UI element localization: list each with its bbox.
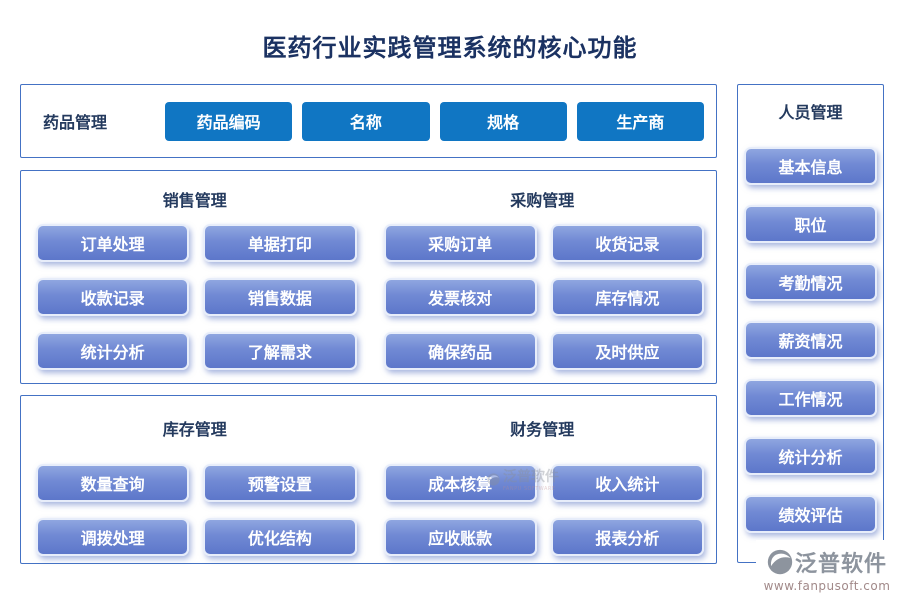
drug-management-panel: 药品管理 药品编码 名称 规格 生产商	[20, 84, 717, 158]
report-analysis-button[interactable]: 报表分析	[550, 518, 704, 556]
alert-settings-button[interactable]: 预警设置	[203, 464, 357, 502]
goods-receipt-button[interactable]: 收货记录	[550, 224, 704, 262]
personnel-title: 人员管理	[778, 103, 843, 122]
drug-name-button[interactable]: 名称	[302, 101, 430, 141]
drug-buttons-row: 药品编码 名称 规格 生产商	[165, 101, 704, 141]
quantity-query-button[interactable]: 数量查询	[36, 464, 190, 502]
ensure-drug-button[interactable]: 确保药品	[383, 332, 537, 370]
timely-supply-button[interactable]: 及时供应	[550, 332, 704, 370]
basic-info-button[interactable]: 基本信息	[744, 147, 877, 185]
drug-manufacturer-button[interactable]: 生产商	[576, 101, 704, 141]
sales-statistics-button[interactable]: 统计分析	[36, 332, 190, 370]
attendance-button[interactable]: 考勤情况	[744, 263, 877, 301]
order-processing-button[interactable]: 订单处理	[36, 224, 190, 262]
inventory-finance-panel: 库存管理 数量查询 预警设置 调拨处理 优化结构 财务管理 成本核算 收入统计 …	[20, 395, 717, 564]
cost-accounting-button[interactable]: 成本核算	[383, 464, 537, 502]
drug-management-label: 药品管理	[43, 113, 108, 132]
receivables-button[interactable]: 应收账款	[383, 518, 537, 556]
drug-code-button[interactable]: 药品编码	[165, 101, 293, 141]
sales-section: 销售管理 订单处理 单据打印 收款记录 销售数据 统计分析 了解需求	[21, 171, 369, 383]
personnel-panel: 人员管理 基本信息 职位 考勤情况 薪资情况 工作情况 统计分析 绩效评估	[737, 84, 884, 563]
invoice-check-button[interactable]: 发票核对	[383, 278, 537, 316]
payment-record-button[interactable]: 收款记录	[36, 278, 190, 316]
receipt-printing-button[interactable]: 单据打印	[203, 224, 357, 262]
sales-purchase-panel: 销售管理 订单处理 单据打印 收款记录 销售数据 统计分析 了解需求 采购管理 …	[20, 170, 717, 384]
salary-button[interactable]: 薪资情况	[744, 321, 877, 359]
demand-insight-button[interactable]: 了解需求	[203, 332, 357, 370]
income-statistics-button[interactable]: 收入统计	[550, 464, 704, 502]
work-status-button[interactable]: 工作情况	[744, 379, 877, 417]
structure-optimize-button[interactable]: 优化结构	[203, 518, 357, 556]
finance-title: 财务管理	[510, 420, 575, 439]
inventory-section: 库存管理 数量查询 预警设置 调拨处理 优化结构	[21, 396, 369, 563]
vendor-logo: 泛普软件 www.fanpusoft.com	[756, 540, 898, 598]
finance-buttons-grid: 成本核算 收入统计 应收账款 报表分析	[369, 464, 717, 556]
vendor-logo-url: www.fanpusoft.com	[763, 578, 891, 593]
transfer-handling-button[interactable]: 调拨处理	[36, 518, 190, 556]
purchase-title: 采购管理	[510, 191, 575, 210]
stock-status-button[interactable]: 库存情况	[550, 278, 704, 316]
vendor-logo-name: 泛普软件	[794, 551, 887, 577]
finance-section: 财务管理 成本核算 收入统计 应收账款 报表分析	[369, 396, 717, 563]
vendor-logo-icon	[767, 549, 793, 575]
page-title: 医药行业实践管理系统的核心功能	[262, 34, 638, 62]
sales-data-button[interactable]: 销售数据	[203, 278, 357, 316]
sales-title: 销售管理	[162, 191, 227, 210]
performance-review-button[interactable]: 绩效评估	[744, 495, 877, 533]
drug-spec-button[interactable]: 规格	[439, 101, 567, 141]
personnel-buttons-column: 基本信息 职位 考勤情况 薪资情况 工作情况 统计分析 绩效评估	[738, 123, 883, 533]
purchase-section: 采购管理 采购订单 收货记录 发票核对 库存情况 确保药品 及时供应	[369, 171, 717, 383]
sales-buttons-grid: 订单处理 单据打印 收款记录 销售数据 统计分析 了解需求	[21, 224, 369, 370]
purchase-order-button[interactable]: 采购订单	[383, 224, 537, 262]
purchase-buttons-grid: 采购订单 收货记录 发票核对 库存情况 确保药品 及时供应	[369, 224, 717, 370]
inventory-buttons-grid: 数量查询 预警设置 调拨处理 优化结构	[21, 464, 369, 556]
inventory-title: 库存管理	[162, 420, 227, 439]
personnel-statistics-button[interactable]: 统计分析	[744, 437, 877, 475]
position-button[interactable]: 职位	[744, 205, 877, 243]
